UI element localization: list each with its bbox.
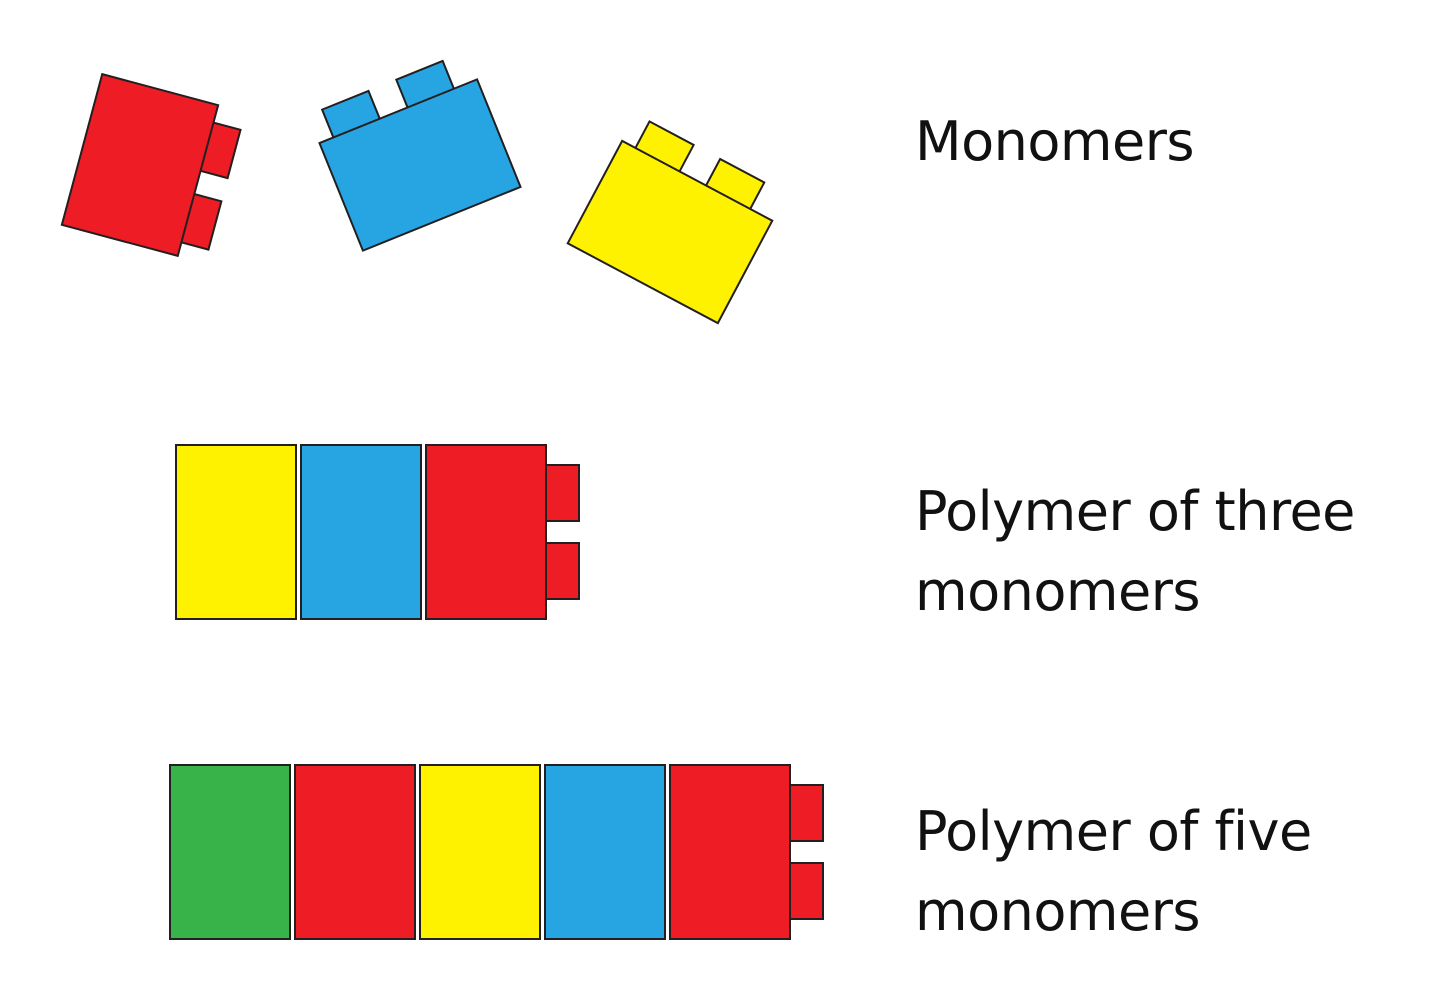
monomer-brick-blue (318, 59, 522, 252)
polymer-of-five-label: Polymer of five monomers (915, 792, 1312, 952)
polymer-of-three-label-line-1: Polymer of three (915, 480, 1355, 543)
polymer-of-three-label-line-2: monomers (915, 560, 1201, 623)
polymer-of-five-block-3-yellow (419, 764, 541, 940)
polymer-of-five-end-stud-2 (789, 862, 824, 920)
polymer-of-three-label: Polymer of three monomers (915, 472, 1355, 632)
polymer-of-three-block-2-blue (300, 444, 422, 620)
polymer-of-five-label-line-1: Polymer of five (915, 800, 1312, 863)
monomer-body (60, 72, 220, 258)
monomers-label-line-1: Monomers (915, 110, 1195, 173)
polymer-of-three-block-1-yellow (175, 444, 297, 620)
monomer-body (566, 139, 774, 325)
polymer-of-five-label-line-2: monomers (915, 880, 1201, 943)
polymer-of-three-group (175, 444, 580, 620)
polymer-of-three-end-stud-1 (545, 464, 580, 522)
polymer-of-five-end-stud-1 (789, 784, 824, 842)
polymer-of-five-group (169, 764, 824, 940)
monomers-label: Monomers (915, 102, 1195, 182)
monomer-brick-red (60, 72, 242, 258)
polymer-of-five-block-4-blue (544, 764, 666, 940)
polymer-of-three-block-3-red (425, 444, 547, 620)
monomer-brick-yellow (566, 120, 774, 325)
polymer-of-three-end-stud-2 (545, 542, 580, 600)
polymer-of-five-block-1-green (169, 764, 291, 940)
monomer-body (318, 78, 522, 252)
polymer-of-five-block-2-red (294, 764, 416, 940)
polymer-of-five-block-5-red (669, 764, 791, 940)
monomers-group (60, 59, 774, 325)
